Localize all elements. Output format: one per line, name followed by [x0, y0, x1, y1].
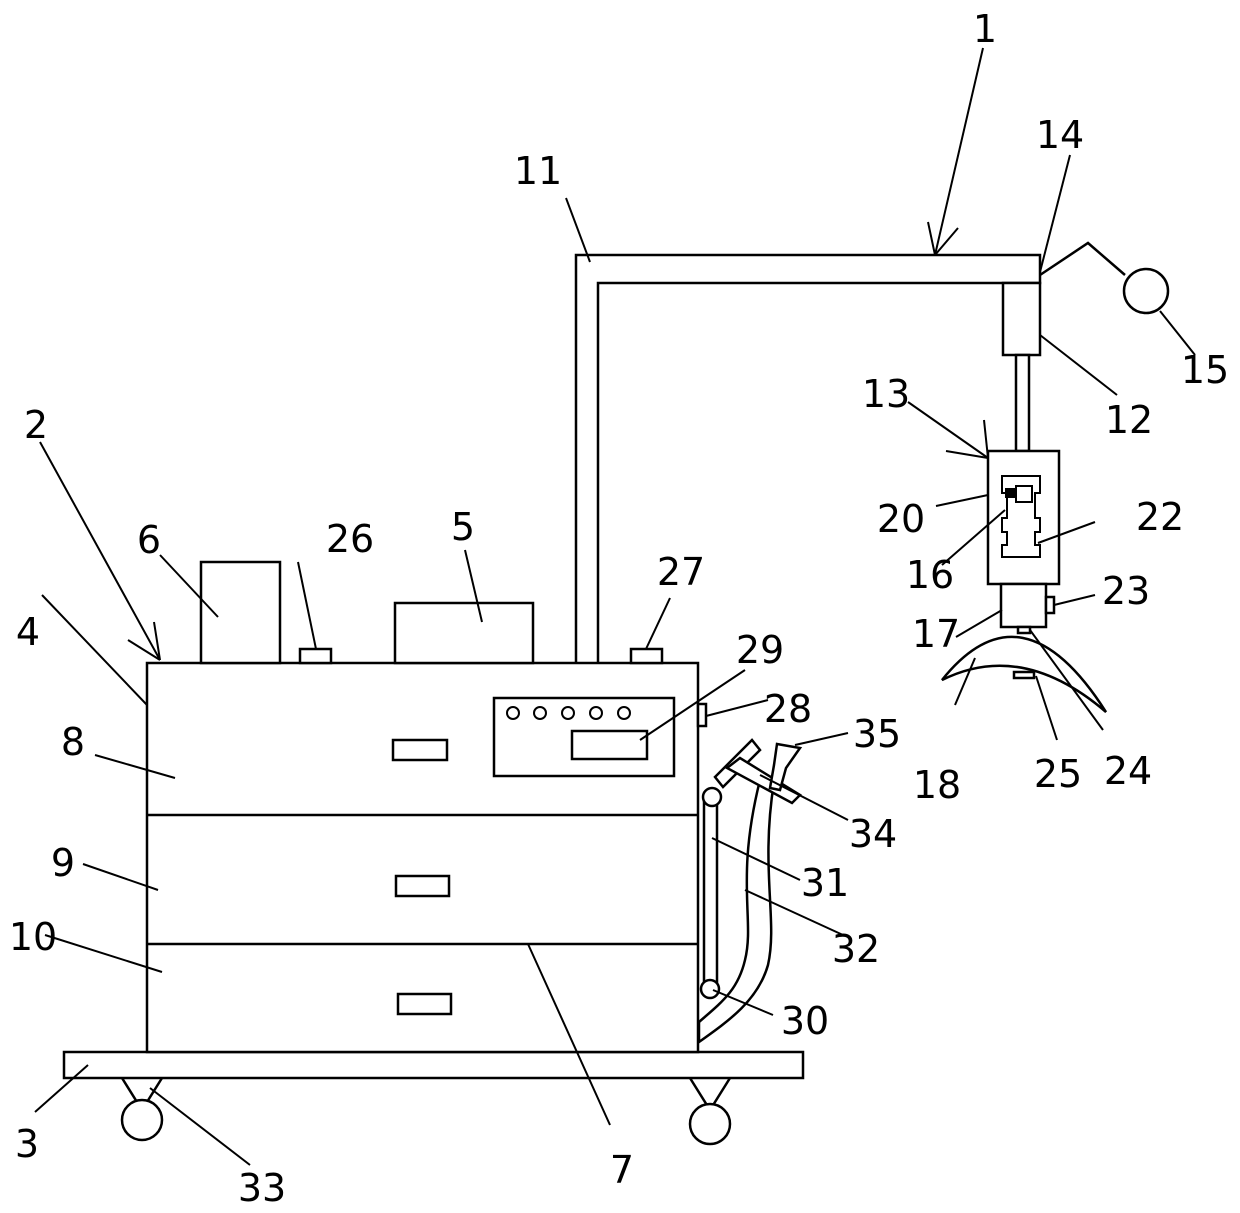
label-5: 5: [451, 505, 475, 549]
label-10: 10: [9, 915, 57, 959]
drawer-handle-top: [393, 740, 447, 760]
joint-30: [701, 980, 719, 998]
rod-31: [704, 797, 717, 989]
support-frame: [576, 255, 1040, 663]
label-34: 34: [849, 812, 897, 856]
label-6: 6: [137, 518, 161, 562]
switch-23: [1046, 597, 1054, 613]
button-26: [300, 649, 331, 663]
label-7: 7: [610, 1148, 634, 1192]
button-27: [631, 649, 662, 663]
label-18: 18: [913, 763, 961, 807]
housing-13: [988, 451, 1059, 584]
label-28: 28: [764, 687, 812, 731]
motor-17: [1001, 584, 1046, 627]
side-port: [698, 704, 706, 726]
control-panel: [494, 698, 674, 776]
label-15: 15: [1181, 348, 1229, 392]
base-plate: [64, 1052, 803, 1078]
label-27: 27: [657, 550, 705, 594]
label-14: 14: [1036, 113, 1084, 157]
cylinder-12: [1003, 283, 1040, 355]
label-16: 16: [906, 553, 954, 597]
label-35: 35: [853, 712, 901, 756]
wheel-right: [690, 1078, 730, 1144]
wheel-left: [122, 1078, 162, 1140]
drawer-handle-middle: [396, 876, 449, 896]
sensor-24: [1018, 627, 1030, 633]
label-11: 11: [514, 149, 562, 193]
label-1: 1: [973, 7, 997, 51]
drawer-handle-bottom: [398, 994, 451, 1014]
joint-top: [703, 788, 721, 806]
label-4: 4: [16, 610, 40, 654]
label-26: 26: [326, 517, 374, 561]
label-8: 8: [61, 720, 85, 764]
label-20: 20: [877, 497, 925, 541]
pad-25: [1014, 672, 1034, 678]
label-9: 9: [51, 841, 75, 885]
label-13: 13: [862, 372, 910, 416]
label-30: 30: [781, 999, 829, 1043]
label-24: 24: [1104, 749, 1152, 793]
label-2: 2: [24, 403, 48, 447]
label-33: 33: [238, 1166, 286, 1210]
label-17: 17: [912, 612, 960, 656]
label-23: 23: [1102, 569, 1150, 613]
ball-15: [1124, 269, 1168, 313]
hook-arm: [1040, 243, 1125, 275]
component-5: [395, 603, 533, 663]
display-screen: [572, 731, 647, 759]
label-3: 3: [15, 1122, 39, 1166]
label-22: 22: [1136, 495, 1184, 539]
label-12: 12: [1105, 398, 1153, 442]
label-31: 31: [801, 861, 849, 905]
label-25: 25: [1034, 752, 1082, 796]
label-29: 29: [736, 628, 784, 672]
label-32: 32: [832, 927, 880, 971]
piston-rod: [1016, 355, 1029, 451]
